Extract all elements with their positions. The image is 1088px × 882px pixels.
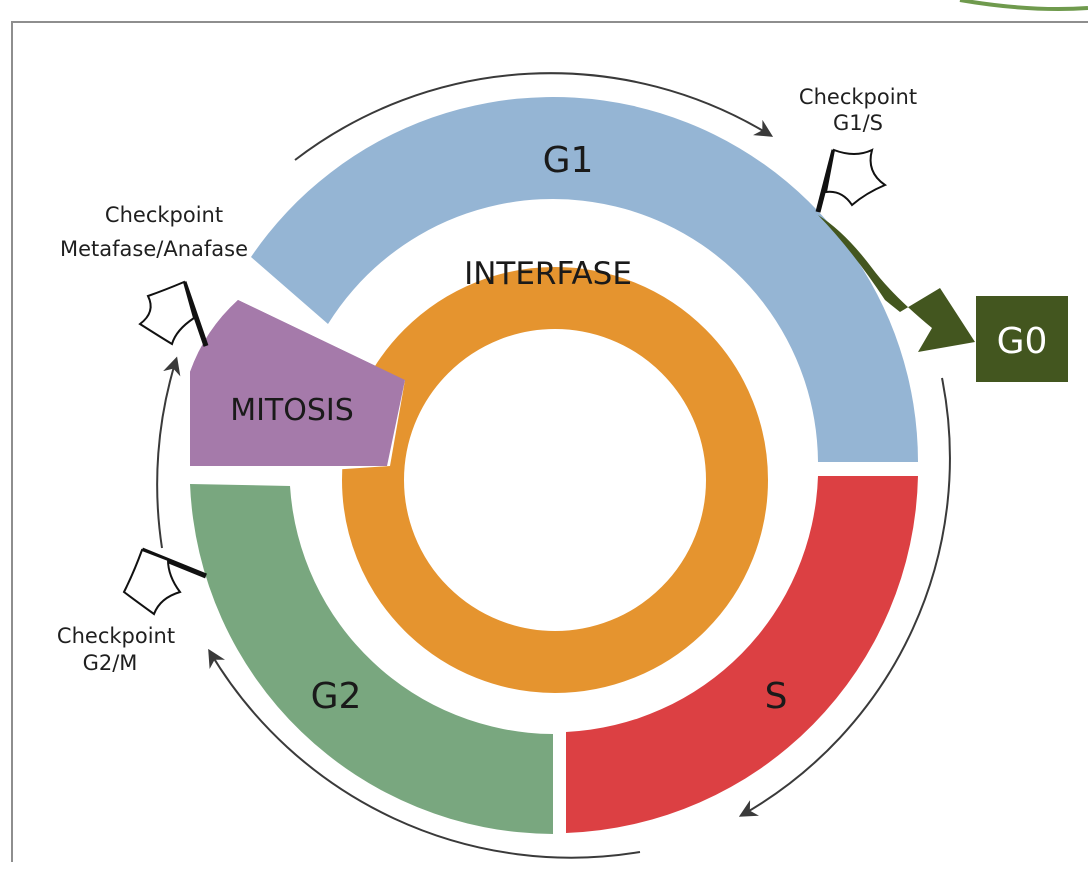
g2-segment (190, 484, 553, 834)
arrow-left (156, 356, 181, 549)
g0-exit-arrow (818, 215, 975, 352)
flag-icon (138, 280, 209, 347)
g1-segment (251, 96, 919, 463)
mitosis-label: MITOSIS (230, 393, 354, 428)
g1-label: G1 (543, 140, 594, 181)
s-label: S (765, 676, 788, 717)
checkpoint-g1-s: Checkpoint G1/S (799, 85, 917, 135)
arrow-bottom (208, 648, 641, 859)
flag-icon (815, 148, 888, 213)
checkpoint-g2-m-line1: Checkpoint (57, 624, 175, 648)
checkpoint-metafase-anafase: Checkpoint Metafase/Anafase (60, 203, 248, 261)
checkpoint-metafase-anafase-line2: Metafase/Anafase (60, 237, 248, 261)
checkpoint-g2-m: Checkpoint G2/M (57, 624, 175, 675)
flag-icon (122, 547, 207, 616)
checkpoint-g1-s-line2: G1/S (833, 111, 883, 135)
g0-box (976, 296, 1068, 382)
g0-label: G0 (997, 321, 1048, 362)
interphase-label: INTERFASE (464, 256, 632, 292)
arrow-top (294, 72, 774, 161)
mitosis-overlay (190, 300, 405, 466)
frame-accent (959, 0, 1088, 11)
interphase-ring (342, 267, 768, 693)
checkpoint-g1-s-line1: Checkpoint (799, 85, 917, 109)
arrow-right (738, 377, 951, 817)
s-segment (566, 476, 918, 833)
g2-label: G2 (311, 676, 362, 717)
frame-border (11, 21, 1088, 862)
checkpoint-metafase-anafase-line1: Checkpoint (105, 203, 223, 227)
checkpoint-g2-m-line2: G2/M (83, 651, 138, 675)
